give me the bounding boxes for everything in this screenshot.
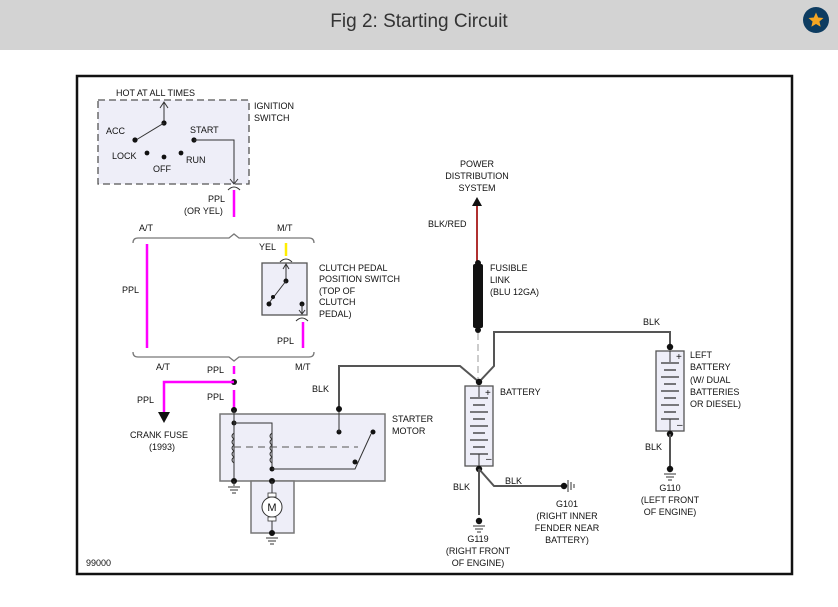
g101-desc-1: (RIGHT INNER — [536, 511, 598, 521]
mt-top-label: M/T — [277, 223, 293, 233]
coil-icon — [269, 432, 273, 464]
clutch-switch-label-1: CLUTCH PEDAL — [319, 263, 388, 273]
starter-motor-box — [219, 413, 386, 482]
g110-label: G110 — [659, 483, 680, 493]
arrow-down-icon — [229, 178, 239, 185]
g101-blk-wire — [478, 468, 563, 487]
at-top-label: A/T — [139, 223, 154, 233]
starter-motor-label: STARTER — [392, 414, 434, 424]
left-battery-label-5: OR DIESEL) — [690, 399, 741, 409]
ppl-or-yel-label-2: (OR YEL) — [184, 206, 223, 216]
g101-label: G101 — [556, 499, 578, 509]
left-battery-label-1: LEFT — [690, 350, 713, 360]
ppl-or-yel-label: PPL — [208, 194, 225, 204]
crank-fuse-label: CRANK FUSE — [130, 430, 188, 440]
start-label: START — [190, 125, 219, 135]
arrow-up-icon — [159, 101, 169, 109]
g110-desc-2: OF ENGINE) — [644, 507, 697, 517]
g110-blk-label: BLK — [645, 442, 662, 452]
at-ppl-label: PPL — [122, 285, 139, 295]
power-distribution-label-2: DISTRIBUTION — [445, 171, 509, 181]
left-battery-label-3: (W/ DUAL — [690, 375, 731, 385]
crank-fuse-wire — [162, 380, 234, 412]
mt-bottom-label: M/T — [295, 362, 311, 372]
starter-blk-wire — [338, 365, 480, 409]
ground-g101: G101 (RIGHT INNER FENDER NEAR BATTERY) — [535, 480, 600, 545]
clutch-switch-label-2: POSITION SWITCH — [319, 274, 400, 284]
clutch-ppl-label: PPL — [277, 336, 294, 346]
g119-label: G119 — [467, 534, 488, 544]
figure-number: 99000 — [86, 558, 111, 568]
yel-label: YEL — [259, 242, 276, 252]
motor-symbol: M — [267, 502, 276, 514]
left-battery-plus: + — [676, 352, 682, 363]
left-battery: + – LEFT BATTERY (W/ DUAL BATTERIES OR D… — [655, 343, 741, 438]
left-battery-blk-top-label: BLK — [643, 317, 660, 327]
g110-desc-1: (LEFT FRONT — [641, 495, 700, 505]
acc-contact — [132, 137, 138, 143]
run-label: RUN — [186, 155, 206, 165]
fusible-link-label-3: (BLU 12GA) — [490, 287, 539, 297]
ignition-switch-label-2: SWITCH — [254, 113, 290, 123]
arrow-down-filled-icon — [158, 412, 170, 423]
acc-label: ACC — [106, 126, 126, 136]
blk-red-label: BLK/RED — [428, 219, 467, 229]
splice-ppl-upper-label: PPL — [207, 365, 224, 375]
coil-icon — [231, 432, 235, 464]
left-battery-label-2: BATTERY — [690, 362, 731, 372]
g119-blk-label: BLK — [453, 482, 470, 492]
arrow-up-filled-icon — [472, 197, 482, 206]
branch-brace-top — [132, 233, 315, 244]
connector-icon — [227, 186, 241, 191]
clutch-switch-box — [261, 262, 308, 316]
left-battery-minus: – — [677, 420, 683, 431]
battery-minus: – — [486, 454, 492, 465]
fusible-link-label-1: FUSIBLE — [490, 263, 528, 273]
power-distribution-label-3: SYSTEM — [458, 183, 495, 193]
clutch-switch-label-3: (TOP OF — [319, 286, 356, 296]
lock-label: LOCK — [112, 151, 137, 161]
g101-desc-3: BATTERY) — [545, 535, 589, 545]
branch-brace-bottom — [132, 351, 315, 362]
starter-blk-label: BLK — [312, 384, 329, 394]
ignition-switch-box — [97, 99, 250, 185]
g101-desc-2: FENDER NEAR — [535, 523, 600, 533]
battery-plus: + — [485, 388, 491, 399]
fusible-link-label-2: LINK — [490, 275, 510, 285]
clutch-switch-label-4: CLUTCH — [319, 297, 356, 307]
starter-motor-label-2: MOTOR — [392, 426, 426, 436]
hot-at-all-times-label: HOT AT ALL TIMES — [116, 88, 195, 98]
crank-fuse-ppl-label: PPL — [137, 395, 154, 405]
ignition-switch-label: IGNITION — [254, 101, 294, 111]
clutch-pedal-switch: YEL PPL CLUTCH PEDAL POSITION SWITCH (TO… — [259, 242, 400, 348]
crank-fuse-year-label: (1993) — [149, 442, 175, 452]
ground-g119: G119 (RIGHT FRONT OF ENGINE) — [446, 517, 511, 568]
at-bottom-label: A/T — [156, 362, 171, 372]
fusible-link — [473, 264, 483, 328]
starter-motor: STARTER MOTOR M — [219, 409, 434, 545]
off-label: OFF — [153, 164, 171, 174]
splice-ppl-lower-label: PPL — [207, 392, 224, 402]
left-battery-blk-wire — [478, 331, 671, 383]
battery-label: BATTERY — [500, 387, 541, 397]
header-bar: Fig 2: Starting Circuit — [0, 0, 838, 50]
ignition-switch: HOT AT ALL TIMES IGNITION SWITCH ACC LOC… — [97, 88, 294, 191]
star-icon — [808, 12, 824, 27]
page-title: Fig 2: Starting Circuit — [330, 11, 508, 32]
ground-g110: G110 (LEFT FRONT OF ENGINE) — [641, 465, 700, 517]
g101-blk-label: BLK — [505, 476, 522, 486]
power-distribution-label-1: POWER — [460, 159, 495, 169]
left-battery-label-4: BATTERIES — [690, 387, 739, 397]
favorite-button[interactable] — [803, 7, 829, 33]
g119-desc-1: (RIGHT FRONT — [446, 546, 511, 556]
g119-desc-2: OF ENGINE) — [452, 558, 505, 568]
clutch-switch-label-5: PEDAL) — [319, 309, 352, 319]
